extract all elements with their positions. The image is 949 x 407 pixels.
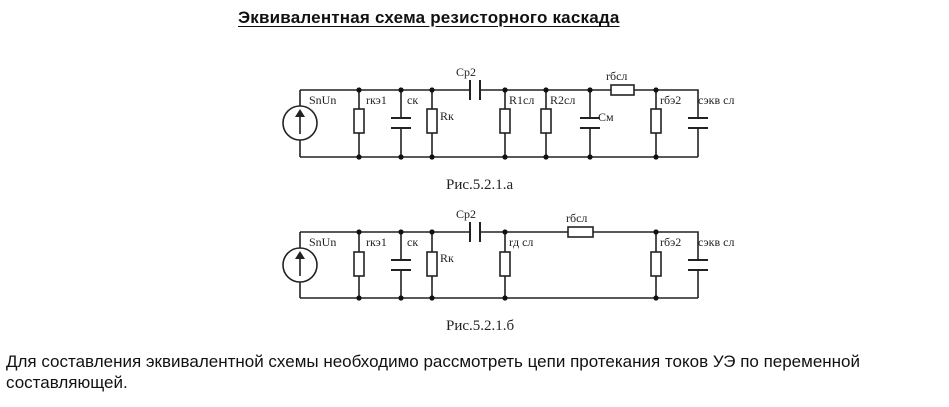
- document-title: Эквивалентная схема резисторного каскада: [238, 8, 620, 27]
- circuit-b: SnUn rкэ1 ск Rк Ср2 rд сл rбсл rбэ2 сэкв…: [282, 207, 734, 334]
- resistor-rke1-icon: [353, 251, 365, 277]
- circuit-b-junctions: [356, 229, 659, 301]
- label-source: SnUn: [309, 93, 336, 107]
- label-cekv: сэкв сл: [698, 235, 734, 249]
- label-rbsl: rбсл: [606, 69, 627, 83]
- circuit-b-branch-leads: [358, 232, 657, 298]
- label-cm: См: [598, 110, 614, 124]
- capacitor-cekv-icon: [688, 259, 708, 271]
- capacitor-cekv-icon: [688, 117, 708, 129]
- resistor-rbe2-icon: [650, 108, 662, 134]
- capacitor-ck-icon: [391, 259, 411, 271]
- current-source-icon: [282, 105, 318, 141]
- resistor-rke1-icon: [353, 108, 365, 134]
- circuit-a-branch-leads: [358, 90, 657, 157]
- label-rk: Rк: [440, 251, 454, 265]
- label-ck: ск: [407, 93, 418, 107]
- label-r2: R2сл: [550, 93, 575, 107]
- resistor-r2-icon: [540, 108, 552, 134]
- label-rke1: rкэ1: [366, 235, 387, 249]
- circuit-a: SnUn rкэ1 ск Rк Ср2 R1сл R2сл См rбсл rб…: [282, 65, 734, 193]
- label-rbe2: rбэ2: [660, 235, 681, 249]
- capacitor-cp2-icon: [469, 222, 481, 242]
- figure-a-caption: Рис.5.2.1.а: [446, 177, 514, 193]
- resistor-rd-icon: [499, 251, 511, 277]
- label-r1: R1сл: [509, 93, 534, 107]
- resistor-rbsl-icon: [610, 84, 635, 96]
- label-rd: rд сл: [509, 235, 533, 249]
- body-paragraph: Для составления эквивалентной схемы необ…: [6, 352, 861, 392]
- current-source-icon: [282, 247, 318, 283]
- label-rbsl: rбсл: [566, 211, 587, 225]
- label-rk: Rк: [440, 109, 454, 123]
- label-cp2: Ср2: [456, 207, 476, 221]
- resistor-rk-icon: [426, 251, 438, 277]
- capacitor-ck-icon: [391, 117, 411, 129]
- label-rbe2: rбэ2: [660, 93, 681, 107]
- resistor-r1-icon: [499, 108, 511, 134]
- circuit-b-top-wire: [300, 231, 699, 298]
- resistor-rbe2-icon: [650, 251, 662, 277]
- resistor-rbsl-icon: [567, 226, 594, 238]
- capacitor-cm-icon: [580, 117, 600, 129]
- label-cekv: сэкв сл: [698, 93, 734, 107]
- label-ck: ск: [407, 235, 418, 249]
- circuit-a-junctions: [356, 87, 659, 160]
- figure-b-caption: Рис.5.2.1.б: [446, 318, 515, 334]
- capacitor-cp2-icon: [469, 80, 481, 100]
- label-rke1: rкэ1: [366, 93, 387, 107]
- resistor-rk-icon: [426, 108, 438, 134]
- label-source: SnUn: [309, 235, 336, 249]
- label-cp2: Ср2: [456, 65, 476, 79]
